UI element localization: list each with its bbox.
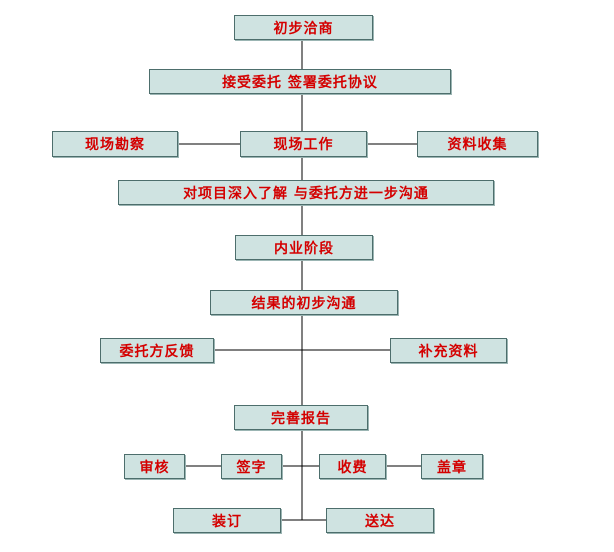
node-preliminary-negotiation: 初步洽商 — [234, 15, 373, 40]
node-delivery: 送达 — [326, 508, 434, 533]
node-report-improvement: 完善报告 — [234, 405, 368, 430]
node-binding: 装订 — [173, 508, 281, 533]
node-review: 审核 — [124, 454, 185, 479]
node-office-stage: 内业阶段 — [235, 235, 373, 260]
node-in-depth-communication: 对项目深入了解 与委托方进一步沟通 — [118, 180, 494, 205]
node-accept-and-sign: 接受委托 签署委托协议 — [149, 69, 451, 94]
node-fee-collection: 收费 — [319, 454, 386, 479]
node-stamp: 盖章 — [421, 454, 483, 479]
node-client-feedback: 委托方反馈 — [100, 338, 214, 363]
node-data-collection: 资料收集 — [417, 131, 538, 157]
node-signature: 签字 — [221, 454, 282, 479]
node-preliminary-results-communication: 结果的初步沟通 — [210, 290, 398, 315]
node-site-survey: 现场勘察 — [52, 131, 178, 157]
node-supplementary-data: 补充资料 — [390, 338, 507, 363]
node-site-work: 现场工作 — [240, 131, 367, 157]
